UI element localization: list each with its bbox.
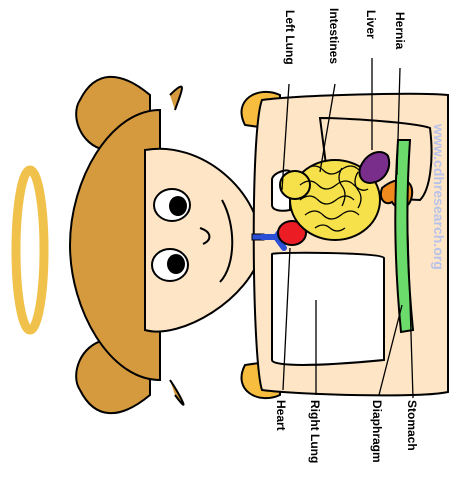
label-diaphragm: Diaphragm (370, 400, 384, 463)
label-liver: Liver (364, 10, 378, 39)
halo (16, 170, 44, 330)
label-hernia: Hernia (393, 12, 407, 50)
label-left-lung: Left Lung (283, 10, 297, 65)
face (145, 149, 262, 332)
label-heart: Heart (274, 400, 288, 431)
label-stomach: Stomach (405, 400, 419, 451)
left-pupil (169, 196, 187, 216)
label-intestines: Intestines (327, 8, 341, 64)
label-right-lung: Right Lung (308, 400, 322, 463)
watermark: www.cdhresearch.org (431, 123, 447, 270)
right-pupil (167, 254, 185, 274)
